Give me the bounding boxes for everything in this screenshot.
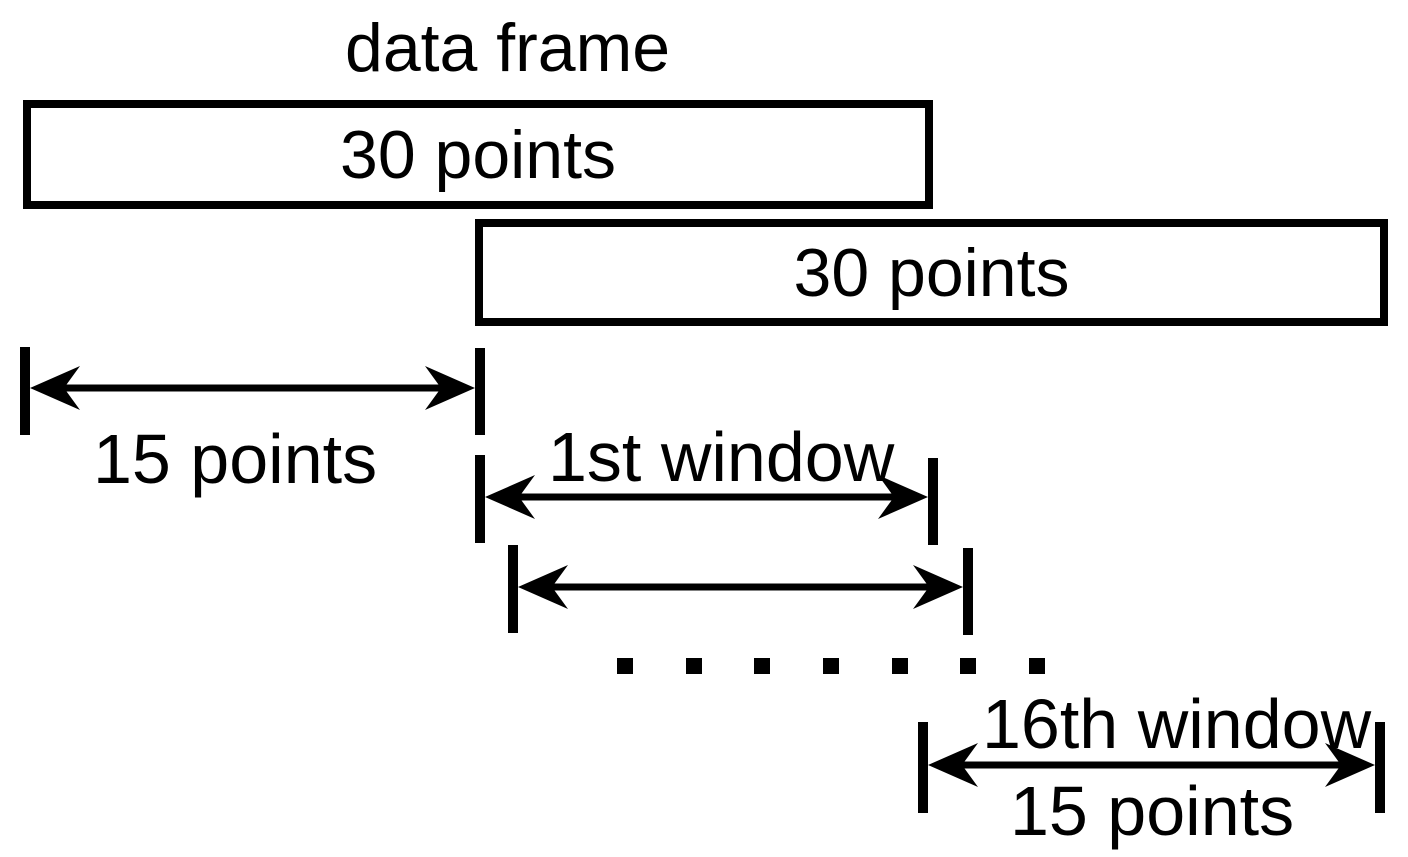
offset-length-label: 15 points (93, 420, 378, 498)
offset-right-tick-dash-top (475, 348, 485, 435)
first-window-label: 1st window (548, 418, 895, 496)
diagram-title: data frame (345, 10, 671, 86)
first-window-arrowhead-left (485, 475, 535, 519)
data-frame-1-label: 30 points (340, 116, 616, 193)
sixteenth-window-arrowhead-right (1325, 743, 1375, 787)
sixteenth-window-arrowhead-left (928, 743, 978, 787)
sixteenth-window-label: 16th window (982, 685, 1372, 763)
offset-left-tick (20, 347, 30, 435)
sixteenth-window-left-tick (918, 722, 928, 813)
first-window-right-tick (928, 458, 938, 545)
offset-arrowhead-right (425, 366, 475, 410)
sixteenth-window-size-label: 15 points (1010, 772, 1295, 850)
data-frame-2-label: 30 points (793, 234, 1070, 311)
offset-right-tick-dash-bottom (475, 455, 485, 543)
second-window-arrowhead-right (913, 565, 963, 609)
ellipsis-dots (617, 658, 1045, 674)
data-frame-2-box: 30 points (475, 219, 1388, 326)
ellipsis-dot (823, 658, 839, 674)
first-window-arrowhead-right (878, 475, 928, 519)
data-frame-1-box: 30 points (23, 100, 933, 209)
ellipsis-dot (892, 658, 908, 674)
ellipsis-dot (1029, 658, 1045, 674)
sixteenth-window-right-tick (1375, 722, 1385, 813)
second-window-arrowhead-left (518, 565, 568, 609)
ellipsis-dot (754, 658, 770, 674)
second-window-left-tick (508, 545, 518, 633)
offset-arrowhead-left (30, 366, 80, 410)
ellipsis-dot (617, 658, 633, 674)
ellipsis-dot (960, 658, 976, 674)
ellipsis-dot (686, 658, 702, 674)
second-window-right-tick (963, 548, 973, 635)
